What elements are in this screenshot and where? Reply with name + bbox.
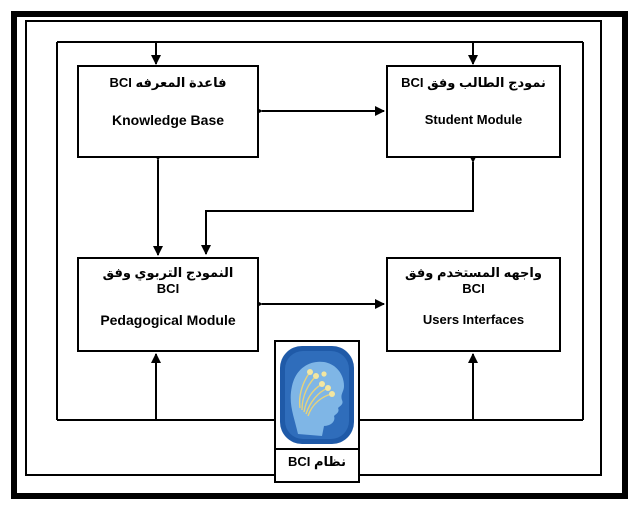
users-interfaces-bci: BCI bbox=[462, 281, 485, 296]
users-interfaces-english: Users Interfaces bbox=[422, 312, 525, 327]
pedagogical-module-box: النمودج التربوي وفق BCI Pedagogical Modu… bbox=[77, 257, 259, 352]
knowledge-base-box: فاعدة المعرفه BCI Knowledge Base bbox=[77, 65, 259, 158]
pedagogical-module-arabic: النمودج التربوي وفق bbox=[102, 265, 234, 280]
brain-head-icon bbox=[280, 346, 354, 444]
knowledge-base-arabic: فاعدة المعرفه BCI bbox=[109, 75, 227, 90]
bci-system-label: نظام BCI bbox=[288, 454, 346, 469]
pedagogical-module-bci: BCI bbox=[156, 281, 180, 296]
bci-separator bbox=[276, 448, 358, 450]
arrow-sm-pm bbox=[201, 153, 478, 255]
student-module-arabic: نمودج الطالب وفق BCI bbox=[401, 75, 546, 90]
pedagogical-module-english: Pedagogical Module bbox=[100, 312, 236, 328]
users-interfaces-arabic: واجهه المستخدم وفق bbox=[405, 265, 542, 280]
student-module-english: Student Module bbox=[424, 112, 523, 127]
student-module-box: نمودج الطالب وفق BCI Student Module bbox=[386, 65, 561, 158]
users-interfaces-box: واجهه المستخدم وفق BCI Users Interfaces bbox=[386, 257, 561, 352]
bci-system-box: نظام BCI bbox=[274, 340, 360, 483]
knowledge-base-english: Knowledge Base bbox=[111, 112, 225, 128]
